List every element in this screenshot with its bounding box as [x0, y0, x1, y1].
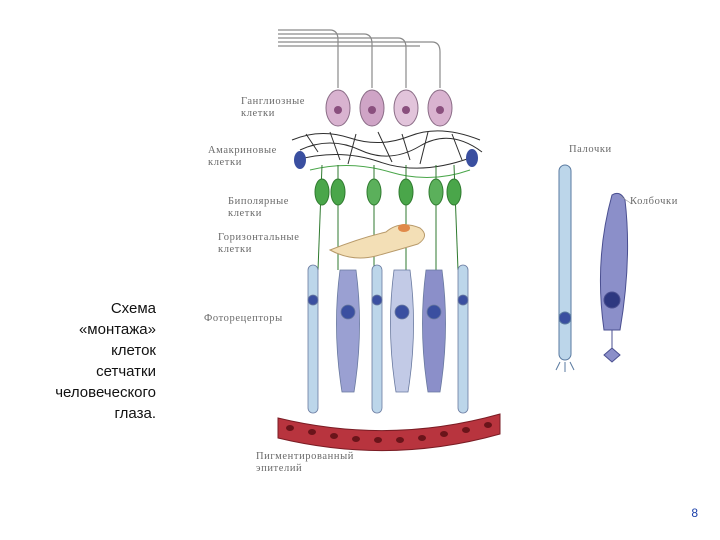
horizontal-cell — [328, 224, 425, 259]
caption-line: глаза. — [114, 405, 156, 422]
caption-line: «монтажа» — [78, 321, 156, 338]
caption-line: сетчатки — [96, 363, 156, 380]
standalone-cone — [599, 192, 629, 363]
bipolar-cells — [314, 164, 462, 271]
label-photoreceptors: Фоторецепторы — [204, 313, 283, 324]
rod-2 — [371, 264, 383, 414]
photoreceptor-row — [307, 264, 469, 414]
inner-plexiform-layer — [291, 130, 483, 178]
label-rods: Палочки — [569, 144, 612, 155]
cone-3 — [422, 269, 446, 393]
cone-1 — [336, 269, 360, 393]
pigment-epithelium — [277, 413, 501, 452]
page-number: 8 — [691, 506, 698, 520]
rod-1 — [307, 264, 319, 414]
label-cones: Колбочки — [630, 196, 678, 207]
rod-3 — [457, 264, 469, 414]
caption-line: человеческого — [55, 384, 156, 401]
cone-2 — [390, 269, 414, 393]
label-leader-lines — [619, 195, 633, 205]
nerve-fibers — [278, 29, 441, 88]
amacrine-cells — [294, 149, 478, 169]
standalone-rod — [555, 164, 575, 372]
slide-caption: Схема «монтажа» клеток сетчатки человече… — [20, 298, 156, 424]
caption-line: Схема — [110, 300, 156, 317]
caption-line: клеток — [111, 342, 156, 359]
ganglion-cells — [325, 89, 453, 127]
